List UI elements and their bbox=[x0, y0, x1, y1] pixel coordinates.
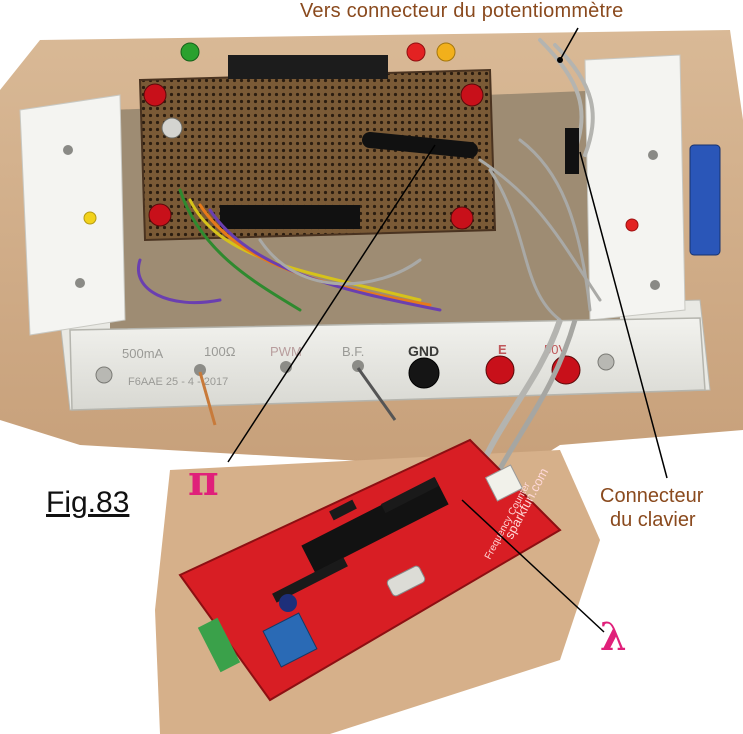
banana-post bbox=[143, 83, 167, 107]
left-side-wall bbox=[19, 94, 126, 336]
panel-hole bbox=[194, 364, 206, 376]
screw bbox=[75, 278, 85, 288]
blue-trimmer bbox=[262, 612, 318, 668]
panel-hole bbox=[280, 361, 292, 373]
caption-keyboard-line1: Connecteur bbox=[600, 485, 704, 507]
led-red-top bbox=[406, 42, 426, 62]
header-strip bbox=[380, 476, 440, 514]
probe-wire bbox=[198, 371, 217, 426]
potentiometer-pointer-line bbox=[559, 27, 579, 61]
panel-label-pwm: PWM bbox=[270, 344, 302, 359]
panel-label-gnd: GND bbox=[408, 343, 439, 359]
cable-to-board bbox=[492, 319, 578, 480]
white-connector bbox=[484, 464, 524, 502]
potentiometer-pointer-dot bbox=[557, 57, 563, 63]
panel-screw bbox=[597, 353, 615, 371]
caption-keyboard-line2: du clavier bbox=[610, 509, 696, 531]
right-side-wall bbox=[584, 54, 686, 321]
keyboard-connector bbox=[565, 128, 579, 174]
crystal bbox=[386, 565, 426, 597]
caption-potentiometer: Vers connecteur du potentiommètre bbox=[300, 0, 624, 22]
figure-label: Fig.83 bbox=[46, 486, 130, 519]
panel-ident: F6AAE 25 - 4 - 2017 bbox=[128, 376, 228, 388]
banana-post bbox=[450, 206, 474, 230]
screw bbox=[648, 150, 658, 160]
pi-pointer-line bbox=[227, 144, 436, 463]
panel-label-500ma: 500mA bbox=[122, 346, 164, 361]
gnd-jack bbox=[408, 357, 440, 389]
pi-label: π bbox=[188, 456, 219, 505]
panel-label-bf: B.F. bbox=[342, 344, 364, 359]
heat-shrink bbox=[362, 132, 478, 158]
banana-post bbox=[148, 203, 172, 227]
lambda-pointer-line bbox=[461, 499, 605, 633]
banana-post bbox=[460, 83, 484, 107]
capacitor bbox=[279, 594, 297, 612]
led-green bbox=[180, 42, 200, 62]
panel-label-100ohm: 100Ω bbox=[204, 344, 236, 359]
ic-chip bbox=[220, 205, 360, 229]
led-yellow bbox=[83, 211, 97, 225]
cable-to-board bbox=[477, 319, 563, 472]
panel-label-e: E bbox=[498, 342, 507, 357]
potentiometer-trimmer bbox=[161, 117, 183, 139]
led-orange bbox=[436, 42, 456, 62]
panel-hole bbox=[352, 360, 364, 372]
green-terminal bbox=[197, 617, 241, 673]
pin-header bbox=[228, 55, 388, 79]
e-jack bbox=[485, 355, 515, 385]
header-strip bbox=[329, 499, 357, 521]
screw bbox=[63, 145, 73, 155]
caption-keyboard-connector: Connecteur du clavier bbox=[600, 484, 703, 532]
board-ic bbox=[301, 477, 449, 573]
probe-wire bbox=[356, 367, 397, 421]
lambda-label: λ bbox=[600, 614, 627, 659]
panel-screw bbox=[95, 366, 113, 384]
keyboard-pointer-line bbox=[579, 151, 668, 479]
db9-connector bbox=[689, 144, 721, 256]
header-strip bbox=[272, 557, 348, 603]
screw bbox=[650, 280, 660, 290]
led-red bbox=[625, 218, 639, 232]
